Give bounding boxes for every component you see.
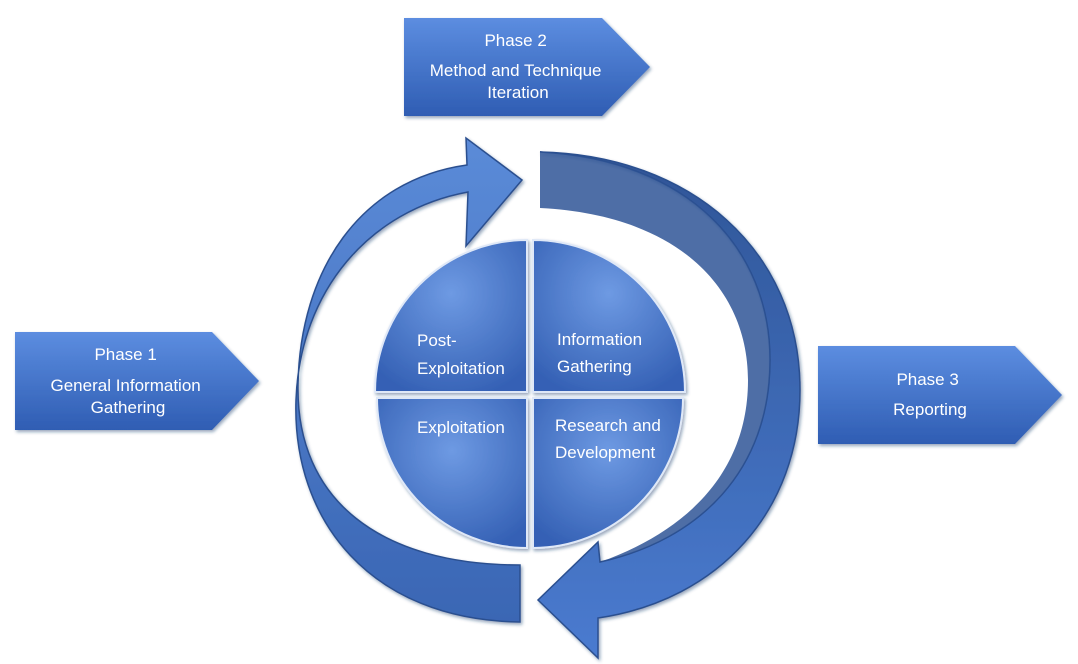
quadrant-top-left	[373, 238, 528, 393]
quadrant-top-right-line2: Gathering	[557, 357, 632, 376]
phase2-title: Phase 2	[484, 31, 546, 50]
quadrant-top-right-line1: Information	[557, 330, 642, 349]
phase1-arrow-box: Phase 1 General Information Gathering	[15, 332, 259, 430]
phase3-label: Phase 3 Reporting	[893, 370, 967, 419]
right-arc-inner-band	[540, 152, 770, 562]
phase1-line1: General Information	[51, 376, 201, 395]
phase2-arrow-box: Phase 2 Method and Technique Iteration	[404, 18, 650, 116]
quadrant-bottom-left-label: Exploitation	[417, 418, 505, 437]
phase3-title: Phase 3	[896, 370, 958, 389]
phase2-line2: Iteration	[487, 83, 548, 102]
phase2-line1: Method and Technique	[430, 61, 602, 80]
phase2-arrow-shape	[404, 18, 650, 116]
quadrant-bottom-right-label: Research and Development	[555, 416, 666, 462]
quadrant-top-left-label: Post- Exploitation	[417, 331, 505, 378]
quadrant-bottom-left	[375, 397, 528, 550]
quadrant-bottom-right-line2: Development	[555, 443, 655, 462]
phase3-line1: Reporting	[893, 400, 967, 419]
phase3-arrow-shape	[818, 346, 1062, 444]
quadrant-top-right	[532, 238, 687, 393]
phase2-label: Phase 2 Method and Technique Iteration	[430, 31, 606, 102]
central-circle	[373, 238, 687, 550]
quadrant-top-left-line2: Exploitation	[417, 359, 505, 378]
quadrant-top-left-line1: Post-	[417, 331, 457, 350]
phase1-title: Phase 1	[94, 345, 156, 364]
quadrant-top-right-label: Information Gathering	[557, 330, 647, 376]
quadrant-bottom-right-line1: Research and	[555, 416, 661, 435]
phase1-line2: Gathering	[91, 398, 166, 417]
quadrant-bottom-left-line1: Exploitation	[417, 418, 505, 437]
quadrant-bottom-right	[532, 397, 685, 550]
phase3-arrow-box: Phase 3 Reporting	[818, 346, 1062, 444]
left-cycle-arrow	[295, 136, 524, 623]
phase1-label: Phase 1 General Information Gathering	[51, 345, 206, 417]
phase1-arrow-shape	[15, 332, 259, 430]
